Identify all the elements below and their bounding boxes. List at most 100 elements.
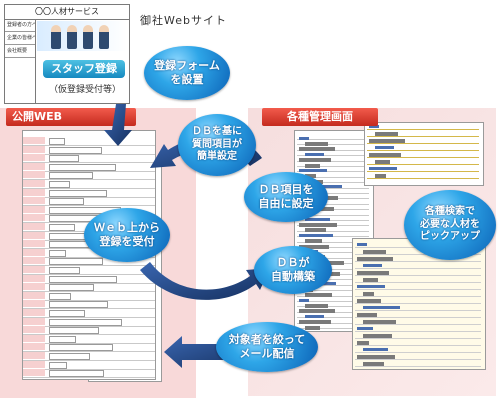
site-menu-item[interactable]: 企業の皆様へ [5, 32, 35, 45]
table-line [355, 282, 481, 283]
table-text [299, 136, 309, 140]
form-row-field [49, 155, 79, 163]
form-row [23, 188, 155, 198]
management-tag: 各種管理画面 [262, 108, 378, 126]
form-row-field [49, 361, 67, 369]
table-line [297, 328, 369, 329]
form-row-label [23, 223, 45, 230]
table-line [355, 366, 481, 367]
table-text [305, 325, 320, 330]
form-row-label [23, 369, 45, 377]
table-line [355, 261, 481, 262]
form-row-label [23, 137, 45, 144]
table-line [367, 150, 479, 151]
bubble-search-pickup: 各種検索で 必要な人材を ピックアップ [404, 190, 496, 260]
table-line [297, 306, 369, 308]
form-row-field [49, 138, 65, 145]
table-text [363, 362, 384, 366]
form-row-label [23, 197, 45, 205]
table-line [297, 279, 369, 281]
table-line [355, 324, 481, 325]
form-row-label [23, 240, 45, 248]
table-text [299, 298, 309, 302]
form-row-field [49, 284, 94, 292]
table-line [297, 241, 369, 243]
form-row-field [49, 318, 122, 326]
form-row-label [23, 188, 45, 196]
form-row [23, 317, 155, 327]
table-text [299, 169, 327, 172]
form-row [23, 283, 155, 293]
form-row-field [49, 353, 90, 360]
registration-form-document [22, 130, 156, 380]
table-text [369, 139, 405, 143]
form-row [23, 360, 155, 370]
form-row-field [49, 327, 99, 335]
table-text [357, 243, 367, 246]
form-row-label [23, 145, 45, 153]
form-row-label [23, 205, 45, 213]
table-text [363, 250, 386, 254]
table-line [355, 352, 481, 353]
table-text [305, 239, 322, 244]
bubble-web-accept: Ｗｅｂ上から 登録を受付 [84, 208, 170, 262]
form-row [23, 343, 155, 353]
form-row [23, 180, 155, 189]
table-text [369, 153, 401, 157]
form-row-field [49, 198, 84, 206]
table-line [355, 345, 481, 346]
form-row-label [23, 317, 45, 325]
table-text [363, 292, 374, 296]
table-line [297, 203, 369, 205]
table-text [363, 320, 396, 324]
table-text [357, 299, 381, 303]
site-menu-item[interactable]: 会社概要 [5, 45, 35, 58]
table-line [367, 143, 479, 144]
arrow-down-to-form [104, 104, 132, 146]
table-line [355, 296, 481, 297]
form-row-field [49, 189, 107, 197]
form-row-label [23, 334, 45, 342]
form-row [23, 171, 155, 181]
site-menu-item[interactable]: 登録者の方へ [5, 19, 35, 32]
person-icon [83, 25, 93, 49]
table-text [305, 217, 330, 221]
table-text [357, 341, 369, 345]
form-row-label [23, 283, 45, 291]
form-row-field [49, 146, 102, 154]
table-line [297, 220, 369, 221]
form-row [23, 248, 155, 258]
form-row-label [23, 326, 45, 334]
form-row-field [49, 224, 75, 231]
table-line [297, 171, 369, 173]
table-text [357, 257, 393, 261]
table-line [297, 176, 369, 178]
table-line [297, 257, 369, 259]
table-text [357, 313, 377, 317]
form-row-label [23, 162, 45, 170]
table-text [363, 306, 400, 309]
staff-registration-button[interactable]: スタッフ登録 [43, 60, 125, 78]
website-mock: 〇〇人材サービス 登録者の方へ 企業の皆様へ 会社概要 スタッフ登録 （仮登録受… [4, 4, 130, 104]
table-text [357, 285, 385, 288]
form-row-label [23, 248, 45, 256]
form-row-field [49, 181, 70, 188]
form-row [23, 369, 155, 379]
table-text [299, 223, 337, 227]
table-line [367, 157, 479, 158]
form-row [23, 291, 155, 301]
company-website-label: 御社Webサイト [140, 14, 227, 27]
table-text [305, 142, 328, 146]
table-text [305, 163, 320, 168]
form-row-label [23, 154, 45, 162]
table-line [297, 295, 369, 297]
form-row [23, 352, 155, 361]
table-text [305, 152, 324, 156]
table-line [355, 289, 481, 290]
form-row-field [49, 370, 104, 378]
form-row-field [49, 249, 66, 257]
form-row-field [49, 292, 71, 300]
form-row [23, 197, 155, 207]
table-line [297, 290, 369, 292]
form-row-field [49, 310, 85, 317]
